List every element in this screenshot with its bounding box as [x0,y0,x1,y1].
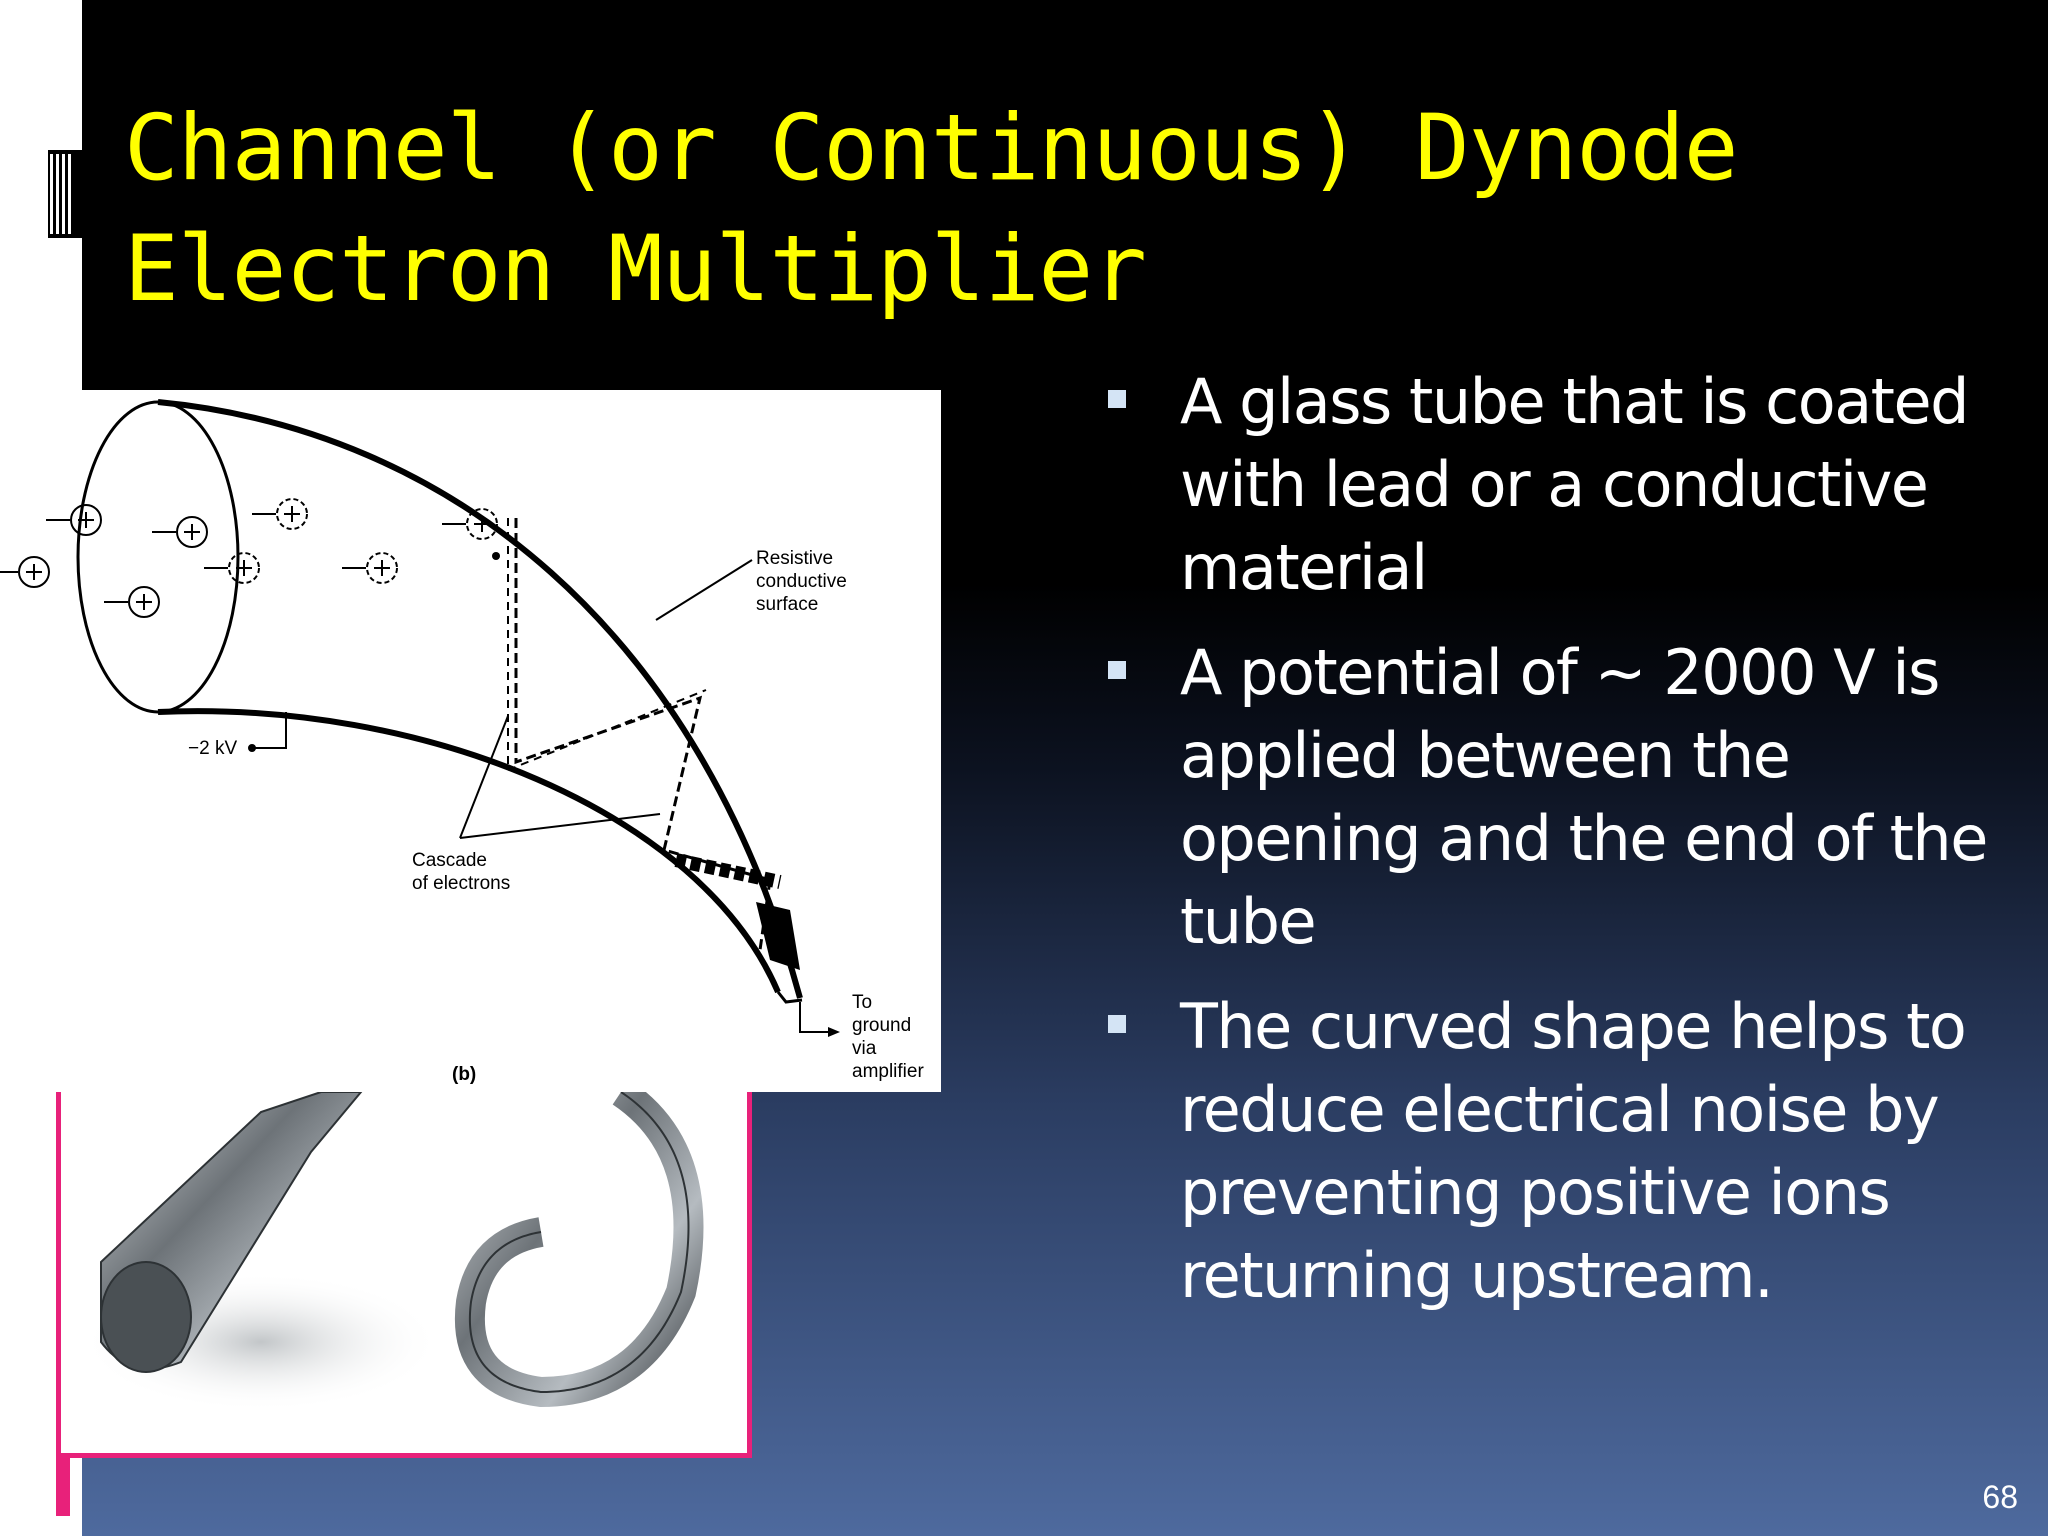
cascade-path-1 [514,518,772,951]
label-surface-1: Resistive [756,548,833,569]
cascade-pointer-2 [459,813,661,839]
voltage-terminal [248,744,256,752]
tube-upper-wall [157,399,803,999]
electron-dot [492,552,500,560]
label-ground-2: ground [852,1015,911,1036]
ground-line [799,1002,828,1033]
cascade-path-2 [507,518,707,772]
label-surface-3: surface [756,594,818,615]
bullet-item: A potential of ~ 2000 V is applied betwe… [1102,631,2002,963]
photo-coil [454,1079,704,1408]
ground-arrow-icon [828,1027,840,1037]
label-cascade-2: of electrons [412,873,510,894]
bullet-text: A potential of ~ 2000 V is applied betwe… [1180,636,1988,958]
label-ground-1: To [852,992,872,1013]
bullet-square-icon [1108,661,1126,679]
cascade-pointer-1 [459,715,509,839]
label-ground-3: via [852,1038,877,1059]
photo-funnel-mouth [100,1261,192,1373]
diagram-svg: Resistive conductive surface −2 kV Casca… [0,399,924,1085]
tube-opening [76,400,240,714]
surface-pointer [655,559,753,621]
bullet-list: A glass tube that is coated with lead or… [1102,360,2002,1339]
bullet-square-icon [1108,1015,1126,1033]
cascade-path-3 [674,853,782,889]
label-cascade-1: Cascade [412,850,487,871]
photo-svg [81,1079,704,1412]
label-ground-4: amplifier [852,1061,924,1082]
ion-group [0,498,498,618]
bullet-item: A glass tube that is coated with lead or… [1102,360,2002,609]
label-voltage: −2 kV [188,738,237,759]
tube-end [776,991,803,1004]
voltage-lead [252,712,287,749]
bullet-square-icon [1108,390,1126,408]
channel-multiplier-diagram: Resistive conductive surface −2 kV Casca… [0,390,941,1092]
cascade-burst [756,902,800,970]
decorative-bars-icon [48,150,82,238]
multiplier-photo [56,1079,752,1458]
tube-lower-wall [157,708,781,994]
bullet-item: The curved shape helps to reduce electri… [1102,985,2002,1317]
bullet-text: The curved shape helps to reduce electri… [1180,990,1967,1312]
bullet-text: A glass tube that is coated with lead or… [1180,365,1970,604]
pink-accent-tab [56,1456,70,1516]
page-number: 68 [1982,1479,2018,1515]
label-panel: (b) [452,1064,476,1085]
slide-title: Channel (or Continuous) Dynode Electron … [124,96,1739,322]
label-surface-2: conductive [756,571,847,592]
photo-coil-outline [468,1091,690,1394]
